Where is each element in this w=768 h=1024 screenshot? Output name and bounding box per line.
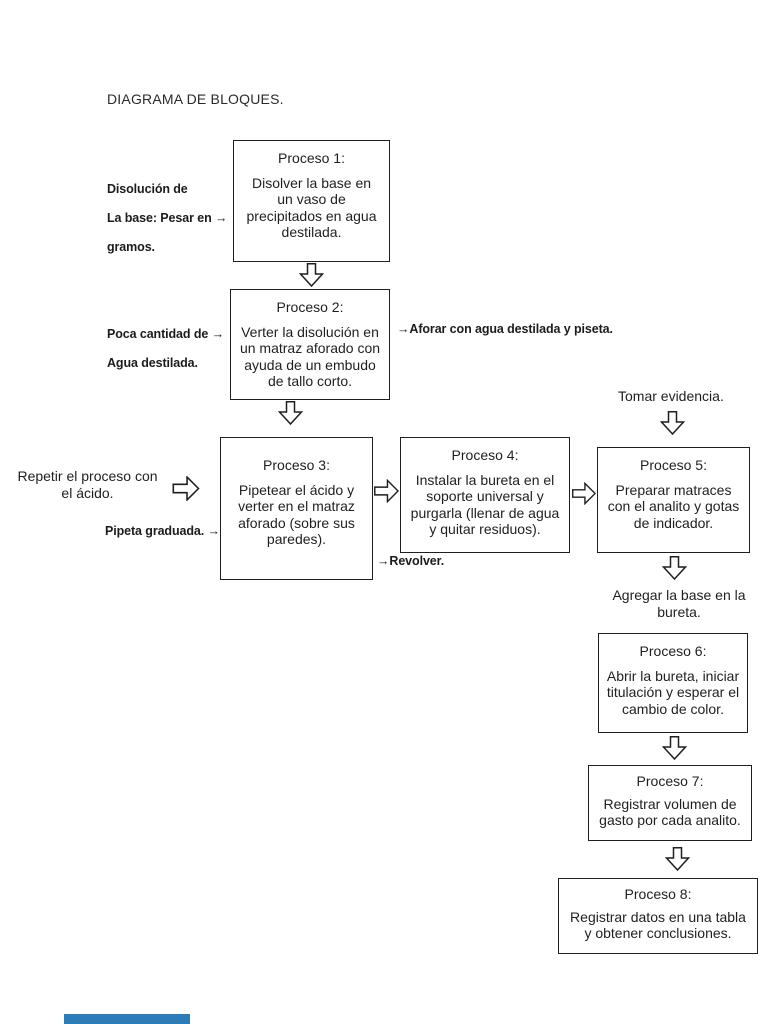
annotation-agregar-base: Agregar la base en la bureta.: [612, 587, 746, 620]
process-box-6: Proceso 6: Abrir la bureta, iniciar titu…: [598, 633, 748, 733]
process-label: Proceso 3:: [263, 457, 330, 473]
process-label: Proceso 5:: [640, 457, 707, 473]
arrow-down-icon: [662, 736, 687, 760]
process-text: Registrar datos en una tabla y obtener c…: [570, 908, 746, 942]
process-label: Proceso 7:: [636, 773, 704, 789]
arrow-down-icon: [665, 847, 690, 871]
process-box-2: Proceso 2: Verter la disolución en un ma…: [230, 289, 390, 400]
process-label: Proceso 6:: [639, 643, 707, 659]
annotation-aforar: →Aforar con agua destilada y piseta.: [397, 322, 613, 336]
arrow-right-icon: [374, 479, 399, 503]
annotation-repetir: Repetir el proceso con el ácido.: [17, 468, 158, 501]
annotation-revolver: →Revolver.: [377, 554, 445, 568]
arrow-down-icon: [299, 263, 324, 287]
annotation-tomar-evidencia: Tomar evidencia.: [618, 388, 724, 404]
process-label: Proceso 1:: [278, 150, 345, 166]
page-title: DIAGRAMA DE BLOQUES.: [107, 91, 284, 107]
process-text: Verter la disolución en un matraz aforad…: [239, 323, 381, 390]
process-text: Instalar la bureta en el soporte univers…: [410, 471, 560, 538]
arrow-right-icon: [572, 482, 596, 505]
annotation-disolucion: Disolución de La base: Pesar en → gramos…: [107, 182, 228, 254]
annotation-poca-cantidad: Poca cantidad de → Agua destilada.: [107, 327, 224, 370]
arrow-right-icon: [172, 476, 200, 501]
process-label: Proceso 4:: [451, 447, 519, 463]
annotation-pipeta: Pipeta graduada. →: [105, 524, 220, 538]
arrow-down-icon: [278, 401, 303, 425]
process-label: Proceso 2:: [276, 299, 344, 315]
process-text: Pipetear el ácido y verter en el matraz …: [238, 481, 355, 548]
process-box-4: Proceso 4: Instalar la bureta en el sopo…: [400, 437, 570, 553]
footer-progress-bar: [64, 1014, 190, 1024]
process-box-3: Proceso 3: Pipetear el ácido y verter en…: [220, 437, 373, 580]
process-box-5: Proceso 5: Preparar matraces con el anal…: [597, 447, 750, 553]
process-text: Disolver la base en un vaso de precipita…: [246, 174, 377, 241]
process-text: Abrir la bureta, iniciar titulación y es…: [606, 667, 740, 717]
process-text: Registrar volumen de gasto por cada anal…: [599, 795, 741, 829]
arrow-down-icon: [662, 556, 687, 580]
process-box-8: Proceso 8: Registrar datos en una tabla …: [558, 878, 758, 954]
arrow-down-icon: [660, 411, 685, 435]
process-label: Proceso 8:: [624, 886, 692, 902]
process-box-1: Proceso 1: Disolver la base en un vaso d…: [233, 140, 390, 262]
process-box-7: Proceso 7: Registrar volumen de gasto po…: [588, 765, 752, 841]
process-text: Preparar matraces con el analito y gotas…: [607, 481, 740, 531]
